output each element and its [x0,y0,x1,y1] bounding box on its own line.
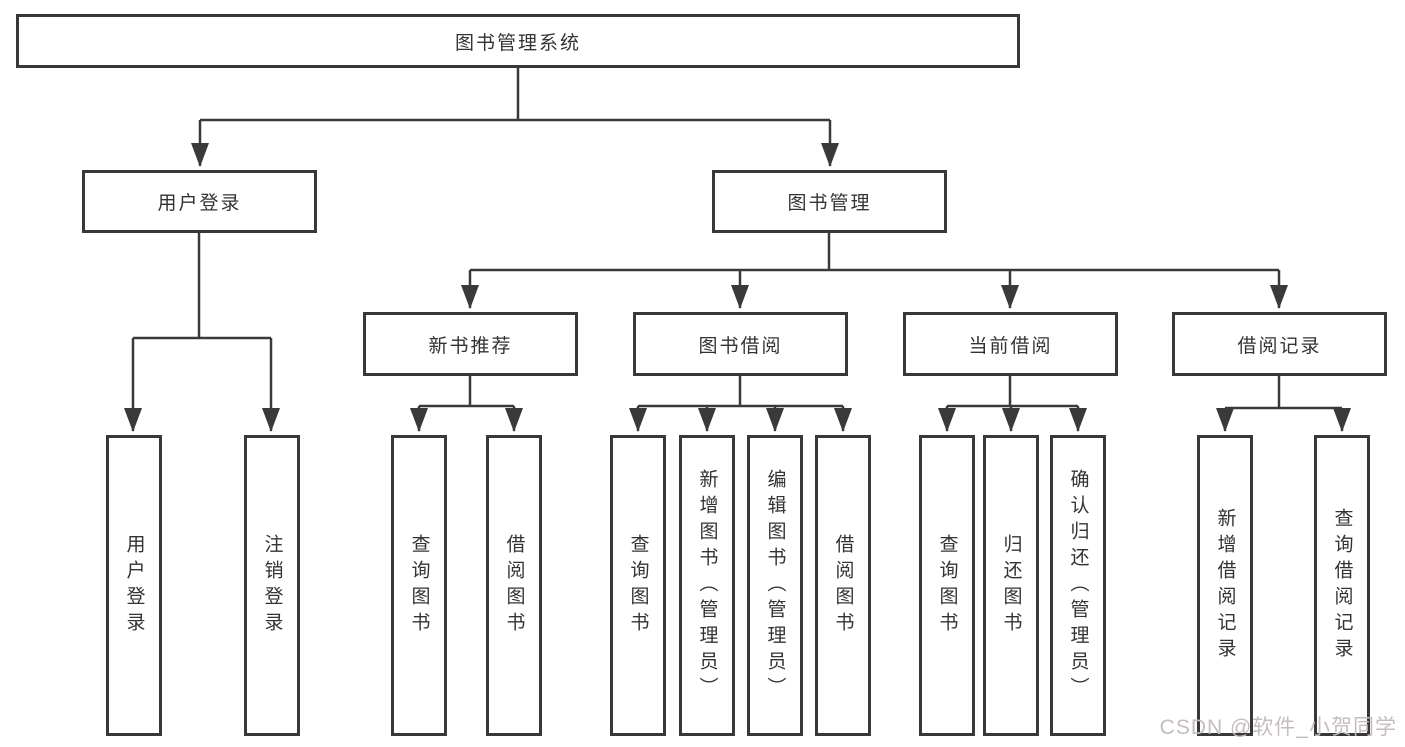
node-book-borrow: 图书借阅 [633,312,848,376]
node-current-borrow: 当前借阅 [903,312,1118,376]
leaf-logout: 注销登录 [244,435,300,736]
trunk-book-management [470,233,1279,272]
leaf-query-books-borrow: 查询图书 [610,435,666,736]
trunk-book-borrow [638,376,843,408]
leaf-confirm-return-admin: 确认归还（管理员） [1050,435,1106,736]
leaf-user-login: 用户登录 [106,435,162,736]
trunk-current-borrow [947,376,1078,408]
leaf-return-books: 归还图书 [983,435,1039,736]
node-borrow-records: 借阅记录 [1172,312,1387,376]
leaf-edit-books-admin: 编辑图书（管理员） [747,435,803,736]
csdn-watermark: CSDN @软件_小贺同学 [1159,716,1397,739]
leaf-borrow-books-recommend: 借阅图书 [486,435,542,736]
leaf-add-borrow-record: 新增借阅记录 [1197,435,1253,736]
leaf-query-books-recommend: 查询图书 [391,435,447,736]
node-new-book-recommend: 新书推荐 [363,312,578,376]
leaf-borrow-books: 借阅图书 [815,435,871,736]
leaf-add-books-admin: 新增图书（管理员） [679,435,735,736]
trunk-root [200,68,830,122]
trunk-borrow-records [1225,376,1342,410]
node-user-login: 用户登录 [82,170,317,233]
node-book-management-system: 图书管理系统 [16,14,1020,68]
node-book-management: 图书管理 [712,170,947,233]
leaf-query-books-current: 查询图书 [919,435,975,736]
trunk-new-book-recommend [419,376,514,408]
trunk-user-login [133,233,271,340]
leaf-query-borrow-record: 查询借阅记录 [1314,435,1370,736]
